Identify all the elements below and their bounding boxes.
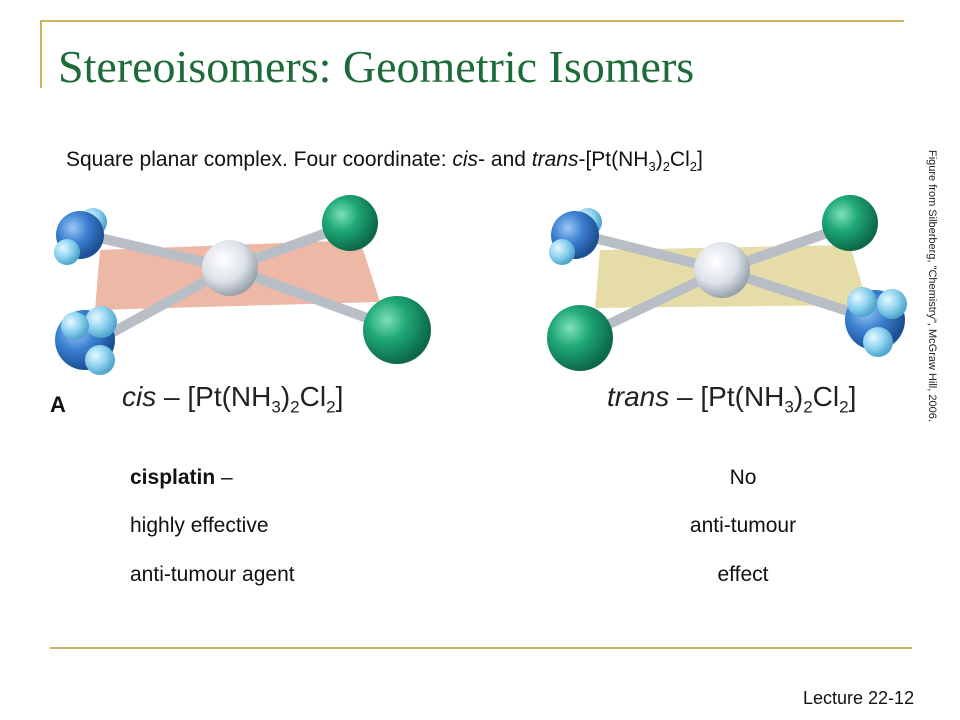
cis-formula-sub-2: 2 [290, 397, 300, 417]
cis-molecule-diagram [54, 195, 431, 375]
trans-formula-prefix: trans [607, 381, 670, 412]
cis-nh3-hydrogen [85, 345, 115, 375]
cis-formula-cl: Cl [299, 381, 327, 412]
cisplatin-line-3: anti-tumour agent [130, 563, 295, 586]
cisplatin-name: cisplatin [130, 466, 216, 489]
cis-formula-sub-1: 3 [271, 397, 281, 417]
cis-formula-close: ) [280, 381, 291, 412]
cis-nh3-hydrogen [61, 312, 89, 340]
cis-platinum-atom [202, 240, 258, 296]
trans-formula-sub-1: 3 [784, 397, 794, 417]
lecture-footer: Lecture 22-12 [803, 688, 915, 708]
panel-letter: A [50, 392, 66, 417]
frame-top-line [40, 20, 904, 22]
cis-formula-label: cis – [Pt(NH3)2Cl2] [122, 381, 343, 418]
cisplatin-line-2: highly effective [130, 514, 269, 537]
cis-formula-sub-3: 2 [326, 397, 336, 417]
subtitle-formula-open: -[Pt(NH [578, 148, 649, 171]
trans-effect-line-2: anti-tumour [689, 514, 797, 537]
cis-formula-body: – [Pt(NH [156, 381, 272, 412]
trans-formula-label: trans – [Pt(NH3)2Cl2] [607, 381, 856, 418]
subtitle-cis: cis [452, 148, 479, 171]
trans-chlorine-atom [547, 305, 613, 371]
trans-nh3-hydrogen [863, 327, 893, 357]
trans-effect-line-1: No [729, 466, 757, 489]
trans-chlorine-atom [822, 195, 878, 251]
subtitle-middle: - and [478, 148, 532, 171]
frame-bottom-line [50, 647, 912, 649]
slide-subtitle: Square planar complex. Four coordinate: … [66, 148, 703, 174]
cis-nh3-hydrogen [85, 306, 117, 338]
trans-formula-cl: Cl [812, 381, 840, 412]
subtitle-cl: Cl [669, 148, 690, 171]
trans-formula-sub-3: 2 [839, 397, 849, 417]
trans-nh3-hydrogen [847, 287, 877, 317]
subtitle-prefix: Square planar complex. Four coordinate: [66, 148, 453, 171]
trans-molecule-diagram [547, 195, 907, 371]
trans-effect-line-3: effect [717, 563, 769, 586]
cisplatin-line-1: cisplatin – [130, 466, 233, 490]
trans-nh3-hydrogen [549, 239, 575, 265]
slide-title: Stereoisomers: Geometric Isomers [58, 41, 695, 92]
subtitle-sub-1: 3 [648, 159, 656, 175]
cisplatin-dash: – [215, 466, 233, 489]
trans-formula-end: ] [848, 381, 857, 412]
cis-formula-end: ] [335, 381, 344, 412]
cis-formula-prefix: cis [122, 381, 157, 412]
cis-nh3-hydrogen [54, 239, 80, 265]
frame-left-line [40, 20, 42, 88]
trans-formula-sub-2: 2 [803, 397, 813, 417]
subtitle-bracket-close: ] [697, 148, 703, 171]
subtitle-close-paren: ) [655, 148, 663, 171]
subtitle-sub-3: 2 [689, 159, 697, 175]
trans-formula-body: – [Pt(NH [669, 381, 785, 412]
trans-nh3-hydrogen [877, 289, 907, 319]
trans-formula-close: ) [793, 381, 804, 412]
cis-chlorine-atom [363, 296, 431, 364]
subtitle-sub-2: 2 [662, 159, 670, 175]
trans-platinum-atom [694, 242, 750, 298]
cis-chlorine-atom [322, 195, 378, 251]
subtitle-trans: trans [531, 148, 579, 171]
